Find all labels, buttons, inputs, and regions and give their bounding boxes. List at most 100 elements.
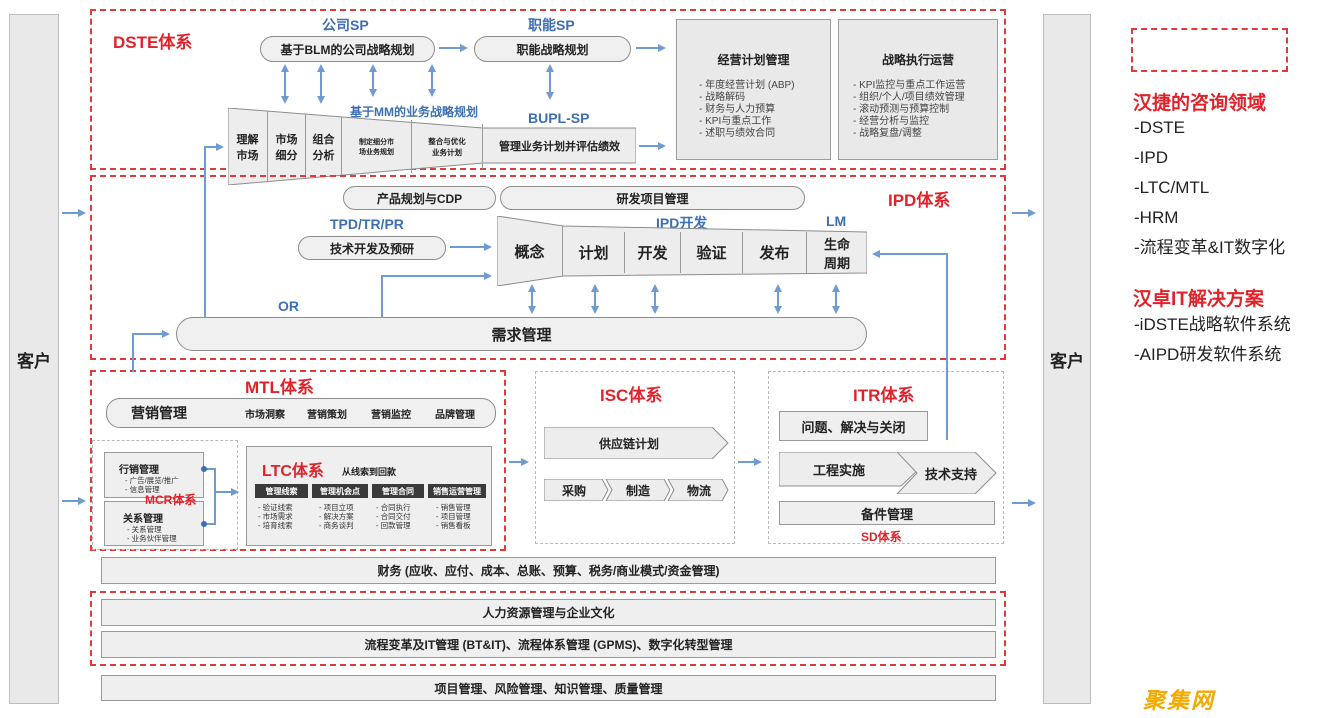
dste-region: [90, 9, 1006, 170]
mtl-item: 市场洞察: [245, 409, 285, 421]
ltc-item: 培育线索: [258, 521, 293, 530]
funnel-shape: [228, 108, 636, 185]
customer-left: 客户: [9, 14, 59, 704]
funnel-understand-market: 理解 市场: [228, 111, 268, 182]
spare-parts: 备件管理: [779, 501, 995, 525]
supply-chain-plan: 供应链计划: [544, 427, 729, 459]
plan-item: 述职与绩效合同: [699, 128, 830, 140]
marketing-ops-box: 行销管理 广告/展览/推广 信息管理: [104, 452, 204, 498]
ipd-title: IPD体系: [888, 191, 951, 210]
ltc-item: 解决方案: [319, 512, 354, 521]
tpd-label: TPD/TR/PR: [330, 216, 404, 232]
ltc-item: 销售看板: [436, 521, 471, 530]
support-region: [90, 591, 1006, 666]
exec-item: 战略复盘/调整: [853, 128, 997, 140]
bupl-sp-label: BUPL-SP: [528, 110, 590, 126]
function-planning: 职能战略规划: [474, 36, 631, 62]
sidebar-it-list: -iDSTE战略软件系统 -AIPD研发软件系统: [1134, 310, 1291, 370]
dste-title: DSTE体系: [113, 33, 193, 52]
plan-item: 年度经营计划 (ABP): [699, 80, 830, 92]
finance-bar: 财务 (应收、应付、成本、总账、预算、税务/商业模式/资金管理): [101, 557, 996, 584]
ltc-item: 项目管理: [436, 512, 471, 521]
sidebar-item: -AIPD研发软件系统: [1134, 345, 1282, 364]
strategy-execution-list: KPI监控与重点工作运营 组织/个人/项目绩效管理 滚动预测与预算控制 经营分析…: [853, 80, 997, 140]
ltc-item: 市场需求: [258, 512, 293, 521]
or-label: OR: [278, 298, 299, 314]
mcr-item: 关系管理: [127, 525, 177, 534]
marketing-label: 营销管理: [131, 405, 187, 421]
ipd-region: [90, 175, 1006, 360]
sidebar-title-consulting: 汉捷的咨询领域: [1133, 93, 1267, 114]
strategy-execution-box: 战略执行运营 KPI监控与重点工作运营 组织/个人/项目绩效管理 滚动预测与预算…: [838, 19, 998, 160]
marketing-ops-list: 广告/展览/推广 信息管理: [125, 476, 179, 494]
isc-region: [535, 371, 735, 544]
engineering-implementation: 工程实施: [812, 462, 865, 478]
itr-flow-shape: [779, 452, 997, 494]
plan-item: 战略解码: [699, 92, 830, 104]
sidebar-item: -IPD: [1134, 148, 1168, 167]
ltc-item: 验证线索: [258, 503, 293, 512]
ltc-item: 销售管理: [436, 503, 471, 512]
stage-release: 发布: [743, 232, 807, 273]
mtl-title: MTL体系: [245, 378, 314, 397]
mm-planning-label: 基于MM的业务战略规划: [350, 105, 478, 119]
isc-step-procure: 采购: [561, 483, 586, 498]
ltc-title: LTC体系: [262, 463, 324, 480]
plan-management-list: 年度经营计划 (ABP) 战略解码 财务与人力预算 KPI与重点工作 述职与绩效…: [699, 80, 830, 140]
blm-planning: 基于BLM的公司战略规划: [260, 36, 435, 62]
strategy-execution-title: 战略执行运营: [881, 53, 954, 67]
function-sp-label: 职能SP: [528, 17, 575, 33]
stage-concept: 概念: [497, 226, 563, 276]
itr-flow: 工程实施 技术支持: [779, 452, 997, 494]
ltc-subtitle: 从线索到回款: [342, 467, 397, 477]
ipd-stage-bar: 概念 计划 开发 验证 发布 生命 周期: [497, 216, 867, 286]
relationship-list: 关系管理 业务伙伴管理: [127, 525, 177, 543]
issue-resolution: 问题、解决与关闭: [779, 411, 928, 441]
stage-lifecycle: 生命 周期: [823, 236, 850, 271]
exec-item: 经营分析与监控: [853, 116, 997, 128]
plan-management-box: 经营计划管理 年度经营计划 (ABP) 战略解码 财务与人力预算 KPI与重点工…: [676, 19, 831, 160]
technical-support: 技术支持: [924, 466, 977, 482]
plan-item: 财务与人力预算: [699, 104, 830, 116]
marketing-ops-title: 行销管理: [119, 465, 159, 476]
stage-develop: 开发: [625, 232, 681, 273]
itr-title: ITR体系: [853, 386, 915, 405]
sd-title: SD体系: [861, 530, 902, 544]
company-sp-label: 公司SP: [322, 17, 369, 33]
exec-item: 滚动预测与预算控制: [853, 104, 997, 116]
ltc-item: 回款管理: [376, 521, 411, 530]
sidebar-item: -LTC/MTL: [1134, 178, 1210, 197]
marketing-management: 营销管理 市场洞察 营销策划 营销监控 品牌管理: [106, 398, 496, 428]
supply-chain-plan-label: 供应链计划: [598, 436, 659, 451]
hr-bar: 人力资源管理与企业文化: [101, 599, 996, 626]
isc-steps-shape: [544, 479, 729, 501]
ipd-dev-label: IPD开发: [656, 215, 708, 231]
itr-region: [768, 371, 1004, 544]
funnel-portfolio-analysis: 组合 分析: [306, 117, 342, 176]
sidebar-title-it: 汉卓IT解决方案: [1133, 289, 1264, 310]
ltc-col-head: 管理线索: [255, 484, 308, 498]
tech-development: 技术开发及预研: [298, 236, 446, 260]
ltc-col-list: 验证线索 市场需求 培育线索: [258, 503, 293, 530]
funnel-integrate-plan: 整合与优化 业务计划: [412, 124, 483, 169]
ltc-col-list: 销售管理 项目管理 销售看板: [436, 503, 471, 530]
stage-verify: 验证: [681, 232, 743, 273]
ltc-col-list: 项目立项 解决方案 商务谈判: [319, 503, 354, 530]
dste-funnel: 理解 市场 市场 细分 组合 分析 制定细分市 场业务规划 整合与优化 业务计划…: [228, 108, 636, 185]
mtl-item: 品牌管理: [435, 409, 475, 421]
isc-step-logistics: 物流: [686, 483, 711, 498]
ltc-col-head: 管理合同: [372, 484, 424, 498]
plan-item: KPI与重点工作: [699, 116, 830, 128]
ipd-stage-shape: [497, 216, 867, 286]
mtl-item: 营销监控: [371, 409, 411, 421]
sidebar-item: -DSTE: [1134, 118, 1185, 137]
mcr-item: 信息管理: [125, 485, 179, 494]
isc-title: ISC体系: [600, 386, 663, 405]
ltc-item: 合同交付: [376, 512, 411, 521]
process-bar: 流程变革及IT管理 (BT&IT)、流程体系管理 (GPMS)、数字化转型管理: [101, 631, 996, 658]
sidebar-item: -流程变革&IT数字化: [1134, 238, 1286, 257]
funnel-manage-plan: 管理业务计划并评估绩效: [499, 140, 620, 153]
funnel-segment-plan: 制定细分市 场业务规划: [342, 120, 412, 173]
sidebar-consulting-list: -DSTE -IPD -LTC/MTL -HRM -流程变革&IT数字化: [1134, 113, 1285, 263]
